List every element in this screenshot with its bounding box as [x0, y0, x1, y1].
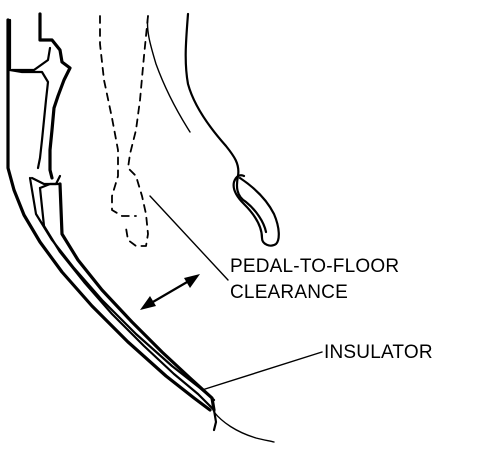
floor-step — [30, 174, 62, 186]
firewall-profile — [6, 18, 212, 412]
insulator-leader-line — [201, 351, 323, 391]
clearance-callout: PEDAL-TO-FLOOR CLEARANCE — [140, 195, 399, 310]
floor-pan — [6, 12, 275, 443]
floor-inner-line — [28, 176, 216, 402]
pedal-clearance-label-line2: CLEARANCE — [230, 282, 348, 303]
insulator-pad — [38, 182, 218, 432]
pedal-pad-dashed — [125, 15, 149, 247]
dash-panel-outline — [38, 12, 72, 180]
foot-inner-line — [146, 15, 191, 133]
dash-panel-edge — [10, 46, 52, 72]
pedal-outline-dashed — [99, 15, 149, 247]
floor-bottom-curve — [213, 411, 275, 443]
clearance-arrow-shaft — [144, 276, 196, 308]
insulator-bottom-edge — [38, 186, 212, 408]
shoe-heel — [232, 174, 280, 247]
pedal-arm-dashed — [99, 15, 137, 217]
pedal-clearance-label-line1: PEDAL-TO-FLOOR — [230, 256, 399, 277]
clearance-leader-line — [149, 195, 229, 281]
insulator-callout: INSULATOR — [201, 342, 433, 391]
insulator-top-edge — [58, 182, 216, 412]
insulator-end-cap — [208, 404, 218, 432]
dash-panel-inner — [8, 18, 50, 170]
insulator-top-cap — [38, 182, 62, 190]
brake-pedal-foot — [146, 12, 280, 247]
clearance-arrowhead-upper — [184, 274, 200, 288]
insulator-label: INSULATOR — [324, 342, 433, 363]
foot-outline — [184, 12, 268, 234]
clearance-arrowhead-lower — [140, 296, 156, 310]
